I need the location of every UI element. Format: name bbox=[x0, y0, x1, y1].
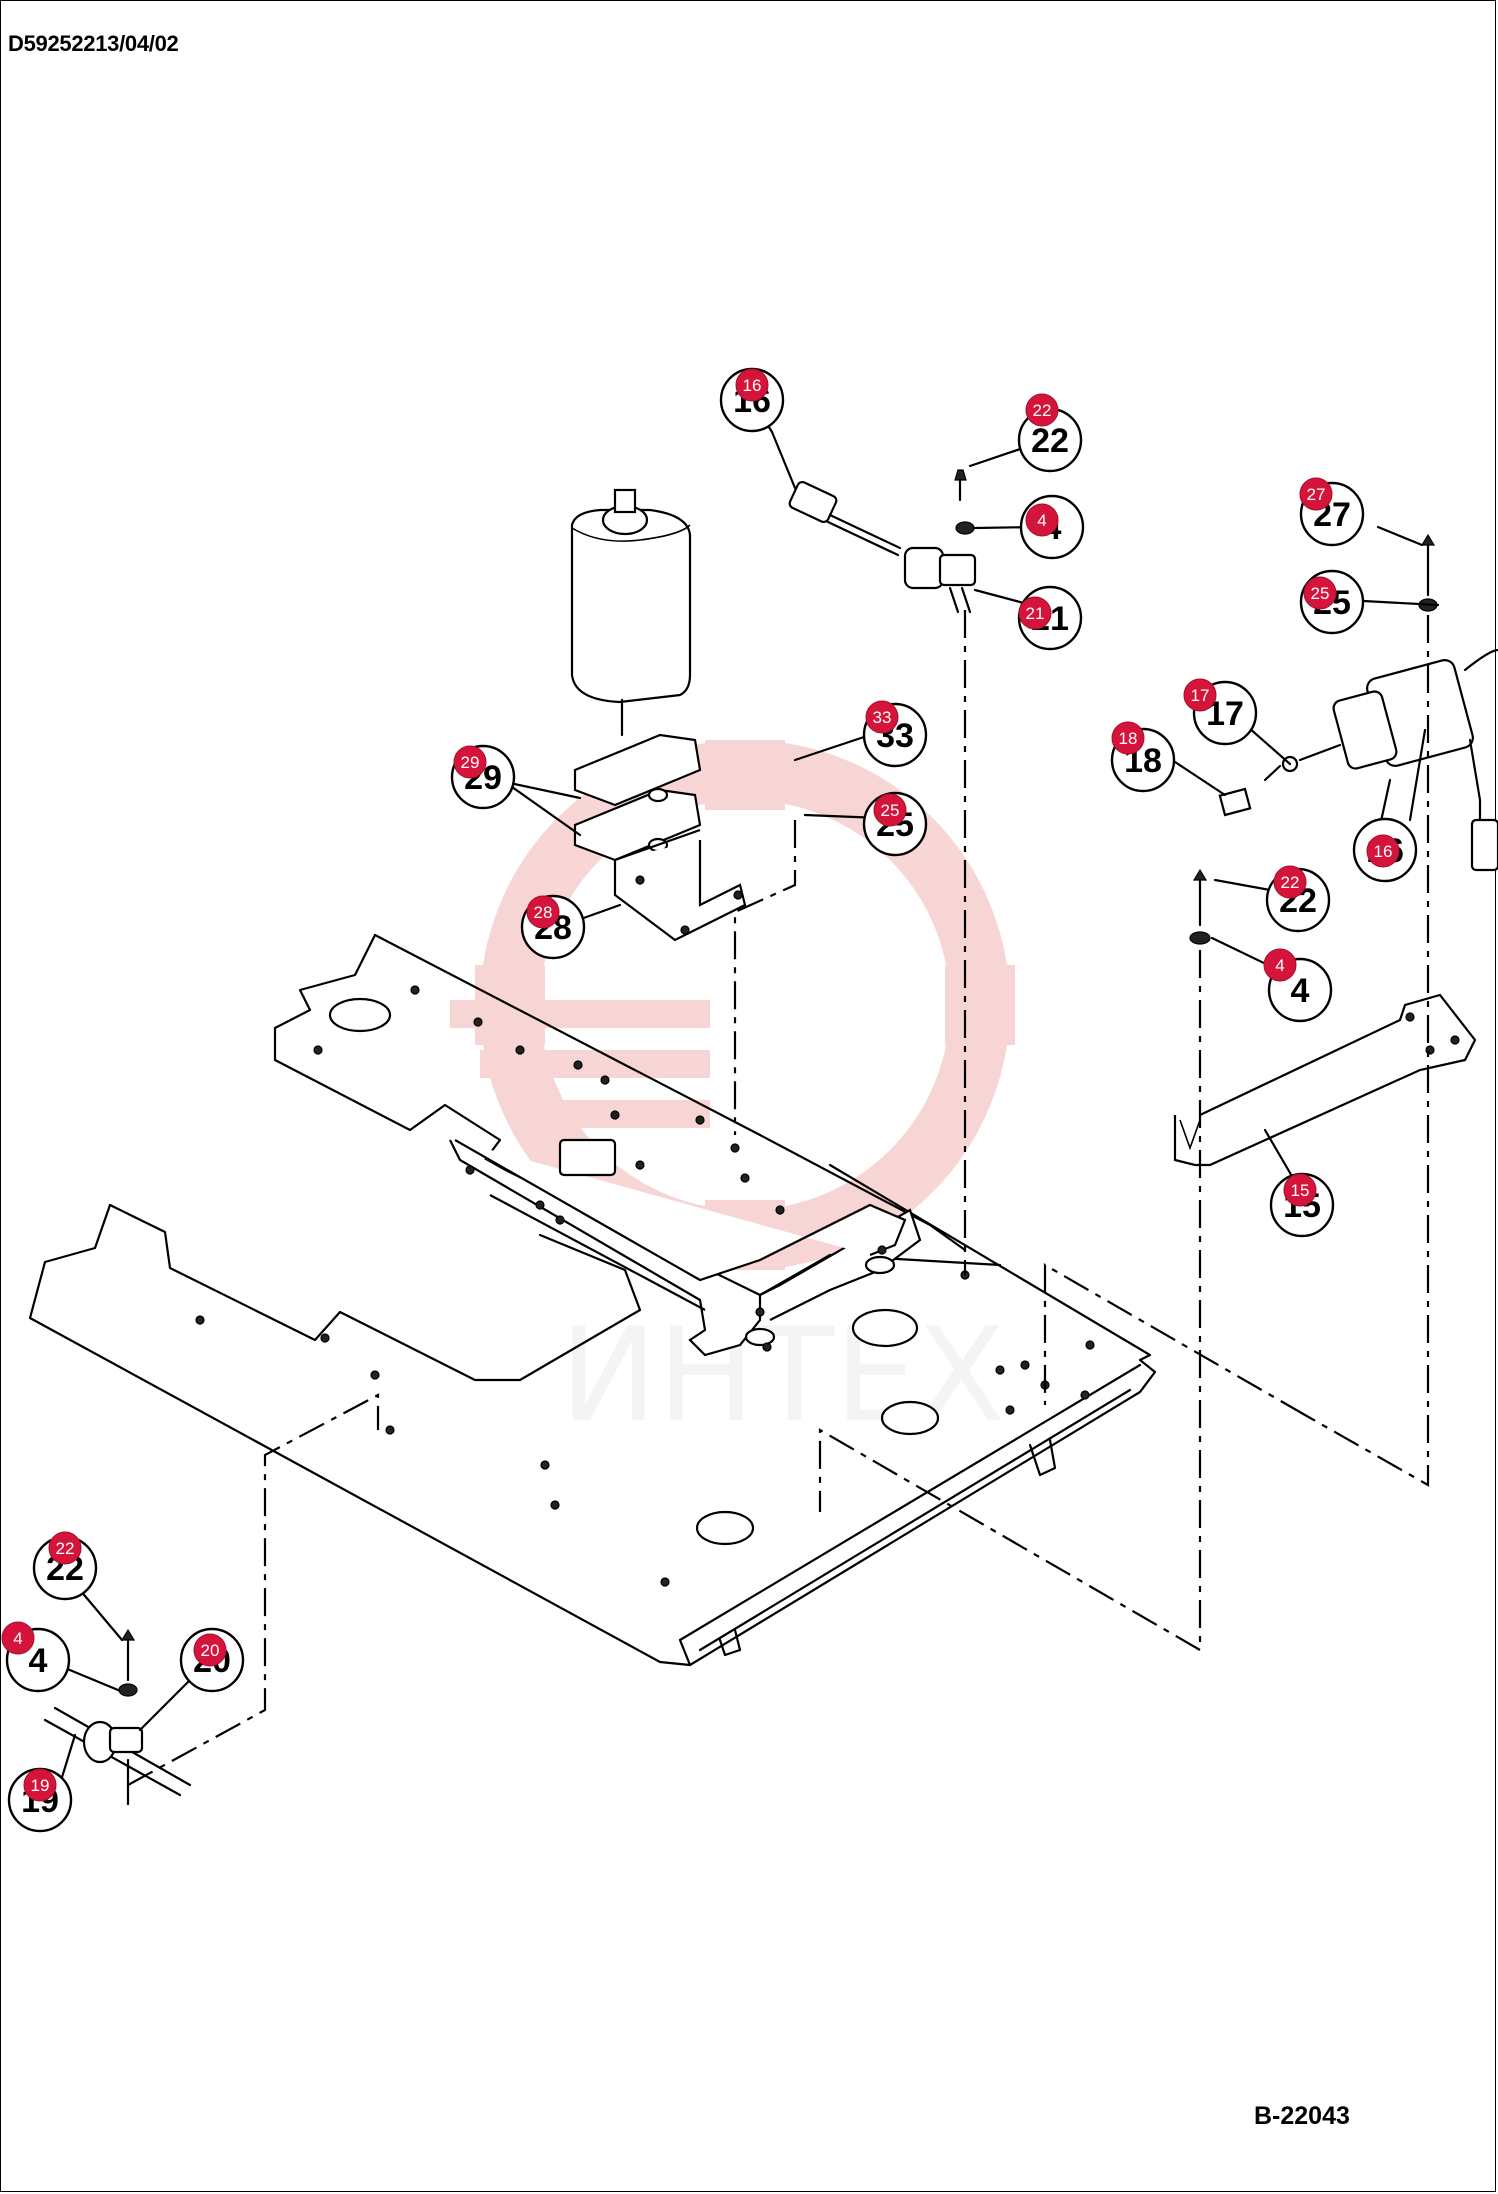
tank-bracket bbox=[613, 828, 747, 942]
badge-20[interactable]: 20 bbox=[193, 1633, 227, 1667]
svg-text:22: 22 bbox=[1281, 873, 1300, 892]
badge-25-right[interactable]: 25 bbox=[1303, 576, 1337, 610]
badge-17[interactable]: 17 bbox=[1183, 678, 1217, 712]
hinge-bracket bbox=[449, 1138, 922, 1357]
badge-4-left[interactable]: 4 bbox=[1, 1621, 35, 1655]
badge-22-left[interactable]: 22 bbox=[48, 1531, 82, 1565]
floor-plate bbox=[28, 1163, 1157, 1667]
cable-clamp bbox=[43, 1628, 192, 1797]
tank-straps bbox=[573, 733, 702, 862]
sheet-code: B-22043 bbox=[1254, 2102, 1350, 2130]
svg-text:25: 25 bbox=[881, 801, 900, 820]
svg-text:17: 17 bbox=[1191, 686, 1210, 705]
svg-text:16: 16 bbox=[1374, 842, 1393, 861]
badge-22-right[interactable]: 22 bbox=[1273, 865, 1307, 899]
projection-lines bbox=[126, 610, 1430, 1805]
badge-27[interactable]: 27 bbox=[1299, 477, 1333, 511]
badge-16-top[interactable]: 16 bbox=[735, 368, 769, 402]
badge-28[interactable]: 28 bbox=[526, 895, 560, 929]
badge-15[interactable]: 15 bbox=[1283, 1173, 1317, 1207]
svg-text:21: 21 bbox=[1026, 604, 1045, 623]
badge-4-top[interactable]: 4 bbox=[1025, 503, 1059, 537]
badge-4-right[interactable]: 4 bbox=[1263, 948, 1297, 982]
svg-text:22: 22 bbox=[1033, 401, 1052, 420]
badge-33[interactable]: 33 bbox=[865, 700, 899, 734]
badge-25-mid[interactable]: 25 bbox=[873, 793, 907, 827]
reservoir-tank bbox=[570, 488, 692, 737]
svg-text:16: 16 bbox=[743, 376, 762, 395]
svg-text:19: 19 bbox=[31, 1776, 50, 1795]
svg-text:25: 25 bbox=[1311, 584, 1330, 603]
callout-22-top: 22 bbox=[1017, 407, 1083, 473]
svg-text:4: 4 bbox=[13, 1629, 22, 1648]
badge-21[interactable]: 21 bbox=[1018, 596, 1052, 630]
badge-18[interactable]: 18 bbox=[1111, 721, 1145, 755]
badge-22-top[interactable]: 22 bbox=[1025, 393, 1059, 427]
svg-text:4: 4 bbox=[1037, 511, 1046, 530]
svg-text:4: 4 bbox=[1291, 972, 1310, 1010]
badge-29[interactable]: 29 bbox=[453, 745, 487, 779]
solenoid-actuator bbox=[1218, 533, 1498, 872]
svg-text:33: 33 bbox=[873, 708, 892, 727]
svg-text:15: 15 bbox=[1291, 1181, 1310, 1200]
svg-text:20: 20 bbox=[201, 1641, 220, 1660]
mounting-bar bbox=[1173, 868, 1477, 1167]
svg-text:22: 22 bbox=[56, 1539, 75, 1558]
sensor-unit bbox=[770, 430, 977, 614]
svg-text:27: 27 bbox=[1307, 485, 1326, 504]
badge-16-right[interactable]: 16 bbox=[1366, 834, 1400, 868]
svg-text:4: 4 bbox=[1275, 956, 1284, 975]
svg-text:29: 29 bbox=[461, 753, 480, 772]
watermark-text: ИНТЕХ bbox=[560, 1299, 1006, 1451]
badge-19[interactable]: 19 bbox=[23, 1768, 57, 1802]
svg-text:18: 18 bbox=[1119, 729, 1138, 748]
svg-text:28: 28 bbox=[534, 903, 553, 922]
document-code: D59252213/04/02 bbox=[8, 31, 179, 56]
svg-text:4: 4 bbox=[29, 1642, 48, 1680]
svg-text:22: 22 bbox=[1031, 422, 1069, 460]
